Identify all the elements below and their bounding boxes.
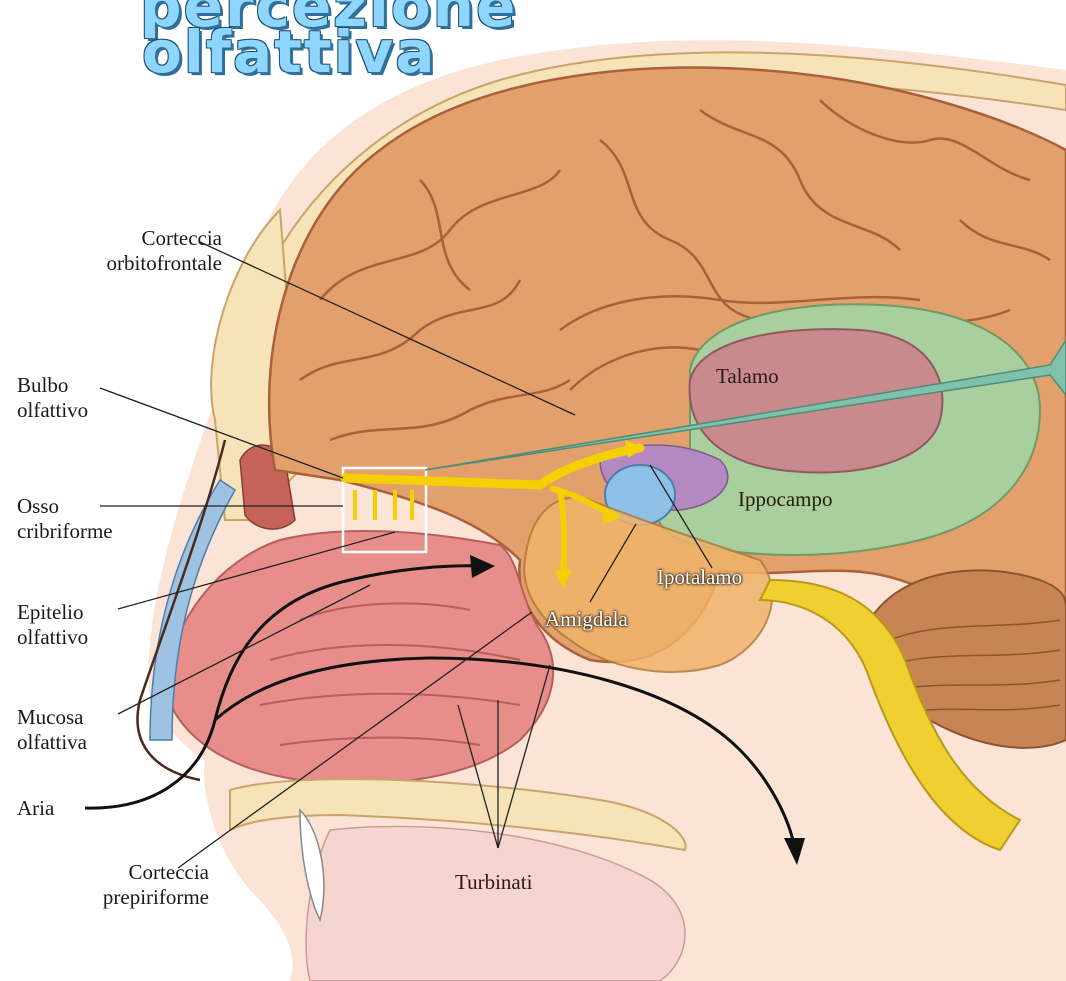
label-line: olfattivo — [17, 398, 88, 423]
label-line: Corteccia — [37, 226, 222, 251]
label-line: Corteccia — [27, 860, 209, 885]
label-line: Osso — [17, 494, 113, 519]
label-corteccia-orbitofrontale: Corteccia orbitofrontale — [37, 226, 222, 276]
label-line: Bulbo — [17, 373, 88, 398]
label-corteccia-prepiriforme: Corteccia prepiriforme — [27, 860, 209, 910]
thalamus — [690, 329, 943, 472]
label-line: prepiriforme — [27, 885, 209, 910]
label-line: cribriforme — [17, 519, 113, 544]
label-talamo: Talamo — [716, 364, 779, 389]
title-line2: olfattiva — [142, 18, 436, 86]
label-line: olfattivo — [17, 625, 88, 650]
label-aria: Aria — [17, 796, 54, 821]
label-turbinati: Turbinati — [455, 870, 532, 895]
label-epitelio-olfattivo: Epitelio olfattivo — [17, 600, 88, 650]
label-line: olfattiva — [17, 730, 87, 755]
label-bulbo-olfattivo: Bulbo olfattivo — [17, 373, 88, 423]
label-line: Epitelio — [17, 600, 88, 625]
label-ipotalamo: Ipotalamo — [657, 565, 742, 590]
label-line: orbitofrontale — [37, 251, 222, 276]
label-mucosa-olfattiva: Mucosa olfattiva — [17, 705, 87, 755]
label-osso-cribriforme: Osso cribriforme — [17, 494, 113, 544]
label-ippocampo: Ippocampo — [738, 487, 832, 512]
label-line: Mucosa — [17, 705, 87, 730]
label-amigdala: Amigdala — [545, 607, 628, 632]
